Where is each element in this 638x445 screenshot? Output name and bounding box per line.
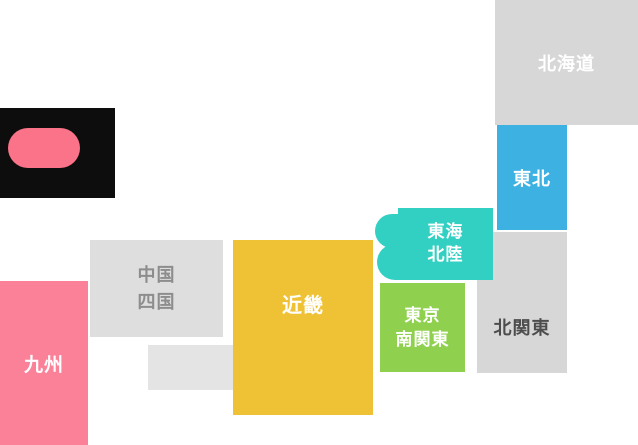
- tokyo-label-line2: 南関東: [395, 329, 450, 349]
- region-okinawa-pill[interactable]: [8, 128, 80, 168]
- region-chugoku-shikoku[interactable]: 中国 四国: [90, 240, 223, 337]
- region-kyushu-label: 九州: [23, 354, 64, 376]
- region-tokai-hokuriku[interactable]: 東海 北陸: [375, 208, 493, 280]
- region-tokyo-minami-kanto[interactable]: 東京 南関東: [380, 283, 465, 372]
- tokai-main-block: [398, 208, 493, 280]
- region-kita-kanto-label: 北関東: [493, 317, 551, 338]
- region-hokkaido-label: 北海道: [538, 53, 595, 74]
- tokyo-label-line1: 東京: [404, 305, 441, 325]
- region-kyushu[interactable]: 九州: [0, 281, 88, 445]
- region-tohoku-label: 東北: [513, 168, 551, 189]
- region-kinki-label: 近畿: [282, 295, 324, 317]
- region-tokai-hokuriku-label: 東海 北陸: [398, 208, 493, 280]
- okinawa-inset-frame: [0, 108, 115, 198]
- chugoku-label-line1: 中国: [137, 264, 176, 285]
- tokai-label-line2: 北陸: [427, 245, 464, 264]
- region-tohoku[interactable]: 東北: [497, 125, 567, 230]
- region-kinki[interactable]: 近畿: [233, 240, 373, 415]
- chugoku-label-line2: 四国: [137, 291, 176, 312]
- region-hokkaido[interactable]: 北海道: [495, 0, 638, 125]
- tokai-label-line1: 東海: [427, 222, 464, 242]
